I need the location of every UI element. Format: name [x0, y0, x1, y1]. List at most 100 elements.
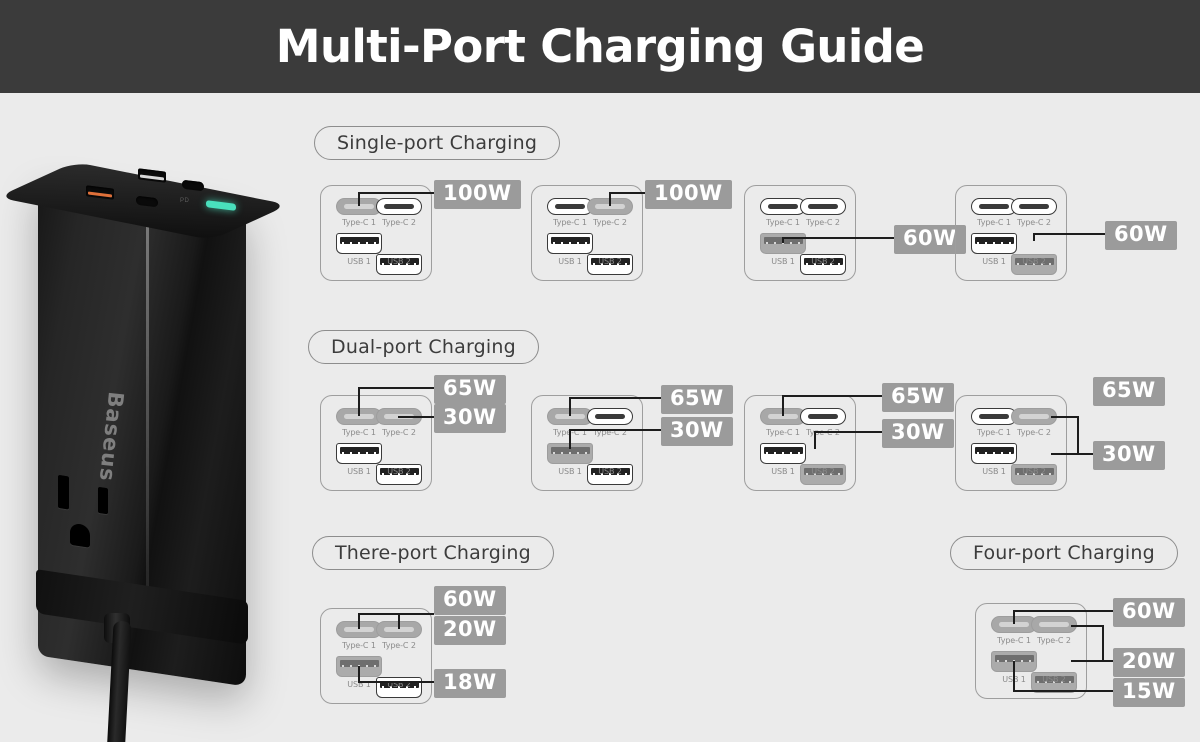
section-title-dual-port: Dual-port Charging — [308, 330, 539, 364]
label-type-c-2: Type-C 2 — [593, 218, 627, 227]
port-usb-2[interactable] — [376, 464, 422, 485]
connector-wire — [1013, 661, 1015, 691]
connector-wire — [358, 613, 434, 615]
connector-wire — [1071, 660, 1113, 662]
connector-wire — [358, 613, 360, 629]
badge-wattage: 100W — [434, 180, 521, 209]
device-outline — [320, 608, 432, 704]
label-type-c-2: Type-C 2 — [382, 641, 416, 650]
label-usb-2: USB 2 — [811, 467, 835, 476]
connector-wire — [609, 192, 645, 194]
port-usb-2[interactable] — [1011, 254, 1057, 275]
diagram-single-typec2[interactable]: Type-C 1 Type-C 2 USB 1 USB 2 100W — [531, 180, 732, 281]
port-type-c-2[interactable] — [1011, 198, 1057, 215]
label-type-c-2: Type-C 2 — [1017, 428, 1051, 437]
device-outline — [744, 185, 856, 281]
port-type-c-2[interactable] — [800, 408, 846, 425]
label-usb-1: USB 1 — [558, 257, 582, 266]
connector-wire — [782, 237, 784, 243]
connector-wire — [1013, 690, 1113, 692]
diagram-single-usb1[interactable]: Type-C 1 Type-C 2 USB 1 USB 2 60W — [744, 185, 966, 281]
port-usb-1[interactable] — [336, 233, 382, 254]
label-usb-2: USB 2 — [387, 467, 411, 476]
badge-wattage: 65W — [661, 385, 733, 414]
label-usb-2: USB 2 — [811, 257, 835, 266]
port-usb-1[interactable] — [547, 233, 593, 254]
port-usb-1[interactable] — [336, 443, 382, 464]
connector-wire — [358, 681, 434, 683]
label-usb-1: USB 1 — [771, 257, 795, 266]
label-usb-1: USB 1 — [347, 680, 371, 689]
pd-marking: PD — [180, 198, 190, 204]
badge-wattage: 65W — [882, 383, 954, 412]
diagram-dual-c1-c2[interactable]: Type-C 1 Type-C 2 USB 1 USB 2 65W 30W — [320, 375, 506, 491]
page-header: Multi-Port Charging Guide — [0, 0, 1200, 93]
port-type-c-2[interactable] — [800, 198, 846, 215]
port-usb-2[interactable] — [1031, 672, 1077, 693]
label-type-c-1: Type-C 1 — [553, 218, 587, 227]
port-usb-2[interactable] — [800, 254, 846, 275]
port-type-c-2[interactable] — [376, 198, 422, 215]
label-type-c-2: Type-C 2 — [382, 428, 416, 437]
badge-wattage: 100W — [645, 180, 732, 209]
connector-wire — [782, 237, 896, 239]
label-type-c-2: Type-C 2 — [593, 428, 627, 437]
connector-wire — [1033, 233, 1107, 235]
label-usb-2: USB 2 — [387, 257, 411, 266]
port-type-c-2[interactable] — [1031, 616, 1077, 633]
port-usb-1[interactable] — [760, 443, 806, 464]
label-type-c-1: Type-C 1 — [342, 218, 376, 227]
label-usb-1: USB 1 — [982, 257, 1006, 266]
connector-wire — [1033, 233, 1035, 241]
port-type-c-1[interactable] — [760, 198, 806, 215]
label-usb-1: USB 1 — [771, 467, 795, 476]
connector-wire — [1013, 610, 1015, 624]
label-usb-1: USB 1 — [982, 467, 1006, 476]
port-usb-2[interactable] — [800, 464, 846, 485]
diagram-dual-c1-usb2[interactable]: Type-C 1 Type-C 2 USB 1 USB 2 65W 30W — [744, 383, 954, 491]
usb-a-port-icon — [138, 168, 166, 183]
diagram-dual-c2-usb2[interactable]: Type-C 1 Type-C 2 USB 1 USB 2 65W 30W — [955, 377, 1165, 491]
port-usb-2[interactable] — [587, 254, 633, 275]
port-usb-2[interactable] — [587, 464, 633, 485]
connector-wire — [1051, 416, 1077, 418]
section-title-single-port: Single-port Charging — [314, 126, 561, 160]
connector-wire — [358, 192, 360, 206]
section-title-three-port: There-port Charging — [312, 536, 554, 570]
connector-wire — [782, 395, 882, 397]
badge-wattage: 60W — [1113, 598, 1185, 627]
badge-wattage: 60W — [894, 225, 966, 254]
device-outline — [531, 395, 643, 491]
port-usb-2[interactable] — [1011, 464, 1057, 485]
port-type-c-1[interactable] — [547, 198, 593, 215]
label-usb-2: USB 2 — [387, 680, 411, 689]
usb-c-port-icon-2 — [182, 179, 204, 192]
connector-wire — [1051, 453, 1093, 455]
diagram-three-port[interactable]: Type-C 1 Type-C 2 USB 1 USB 2 60W 20W 18… — [320, 586, 506, 704]
diagram-dual-c1-usb1[interactable]: Type-C 1 Type-C 2 USB 1 USB 2 65W 30W — [531, 385, 733, 491]
label-type-c-1: Type-C 1 — [997, 636, 1031, 645]
usb-a-quick-charge-port-icon — [86, 185, 114, 200]
connector-wire — [569, 397, 661, 399]
connector-wire — [358, 192, 434, 194]
port-usb-1[interactable] — [547, 443, 593, 464]
label-usb-2: USB 2 — [1022, 257, 1046, 266]
section-title-four-port: Four-port Charging — [950, 536, 1178, 570]
ac-outlet-icon — [44, 467, 154, 583]
connector-wire — [782, 395, 784, 416]
port-usb-1[interactable] — [971, 443, 1017, 464]
usb-c-port-icon-1 — [136, 195, 158, 208]
port-usb-1[interactable] — [971, 233, 1017, 254]
port-type-c-2[interactable] — [587, 408, 633, 425]
label-usb-2: USB 2 — [1022, 467, 1046, 476]
port-usb-2[interactable] — [376, 254, 422, 275]
diagram-single-typec1[interactable]: Type-C 1 Type-C 2 USB 1 USB 2 100W — [320, 180, 521, 281]
label-type-c-1: Type-C 1 — [766, 218, 800, 227]
label-type-c-1: Type-C 1 — [766, 428, 800, 437]
diagram-four-port[interactable]: Type-C 1 Type-C 2 USB 1 USB 2 60W 20W 15… — [975, 598, 1185, 707]
port-type-c-1[interactable] — [971, 408, 1017, 425]
diagram-single-usb2[interactable]: Type-C 1 Type-C 2 USB 1 USB 2 60W — [955, 185, 1177, 281]
port-type-c-2[interactable] — [587, 198, 633, 215]
connector-wire — [358, 387, 434, 389]
